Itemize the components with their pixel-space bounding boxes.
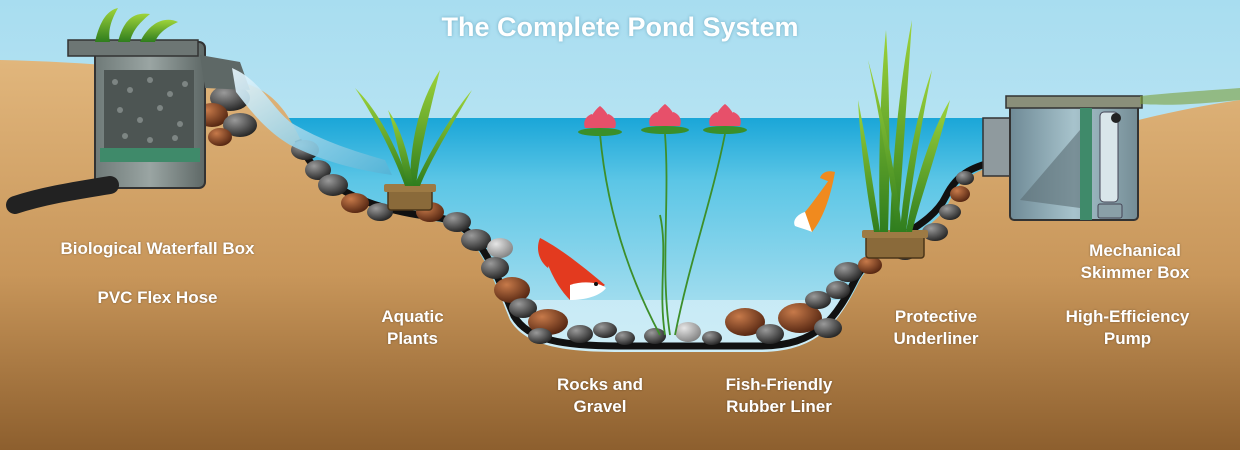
waterfall-box (6, 8, 250, 214)
koi-fish-small (794, 171, 835, 232)
label-skimmer-box: Mechanical Skimmer Box (1050, 240, 1220, 284)
skimmer-box (982, 95, 1143, 221)
label-underliner: Protective Underliner (866, 306, 1006, 350)
soil (0, 60, 1240, 450)
label-underliner-line2: Underliner (893, 329, 979, 348)
label-aquatic-plants-line2: Plants (386, 329, 439, 348)
label-underliner-line1: Protective (894, 307, 978, 326)
label-rubber-liner-line1: Fish-Friendly (725, 375, 833, 394)
label-skimmer-box-line2: Skimmer Box (1080, 263, 1190, 282)
waterfall-stream (232, 68, 392, 175)
label-flex-hose-text: PVC Flex Hose (97, 288, 218, 307)
water-lilies (578, 104, 747, 336)
label-pump-line1: High-Efficiency (1065, 307, 1190, 326)
label-flex-hose: PVC Flex Hose (40, 287, 275, 309)
label-waterfall-box-text: Biological Waterfall Box (60, 239, 255, 258)
label-pump: High-Efficiency Pump (1040, 306, 1215, 350)
aquatic-plant-right (858, 20, 950, 259)
aquatic-plant-left (355, 70, 472, 211)
koi-fish-large (537, 238, 606, 300)
label-skimmer-box-line1: Mechanical (1089, 241, 1181, 260)
label-rocks-gravel: Rocks and Gravel (520, 374, 680, 418)
label-waterfall-box: Biological Waterfall Box (40, 238, 275, 260)
label-rocks-gravel-line2: Gravel (573, 397, 627, 416)
label-pump-line2: Pump (1103, 329, 1152, 348)
label-aquatic-plants-line1: Aquatic (381, 307, 444, 326)
label-rubber-liner: Fish-Friendly Rubber Liner (694, 374, 864, 418)
label-rubber-liner-line2: Rubber Liner (726, 397, 832, 416)
label-rocks-gravel-line1: Rocks and (557, 375, 643, 394)
page-title: The Complete Pond System (441, 12, 799, 42)
label-aquatic-plants: Aquatic Plants (350, 306, 475, 350)
